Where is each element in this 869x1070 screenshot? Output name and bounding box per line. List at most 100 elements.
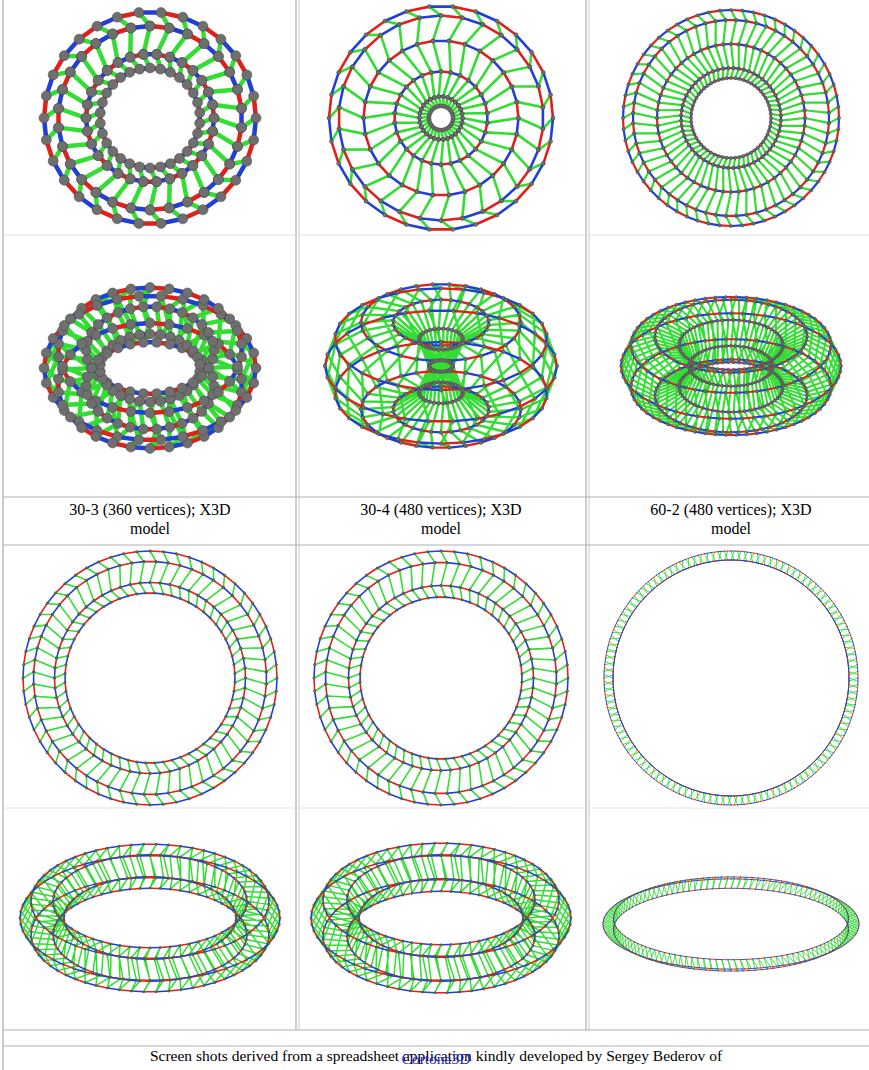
vertex-dot [725,77,728,80]
vertex-dot [177,307,187,317]
vertex-dot [700,90,703,93]
vertex-dot [363,100,367,104]
vertex-dot [748,362,751,365]
vertex-dot [348,50,352,54]
vertex-dot [657,346,660,349]
vertex-dot [156,218,166,228]
torus-mesh [620,296,843,437]
vertex-dot [813,370,816,373]
vertex-dot [152,49,162,59]
vertex-dot [826,132,829,135]
vertex-dot [681,103,684,106]
vertex-dot [732,368,735,371]
vertex-dot [479,288,483,292]
vertex-dot [467,389,471,393]
vertex-dot [198,21,208,31]
vertex-dot [432,401,436,405]
vertex-dot [812,63,815,66]
vertex-dot [249,135,259,145]
vertex-dot [135,396,145,406]
vertex-dot [193,98,203,108]
vertex-dot [784,166,787,169]
vertex-dot [659,94,662,97]
vertex-dot [647,63,650,66]
vertex-dot [768,85,771,88]
vertex-dot [811,400,814,403]
vertex-dot [704,339,707,342]
vertex-dot [729,76,732,79]
vertex-dot [765,81,768,84]
vertex-dot [487,318,491,322]
vertex-dot [164,203,174,213]
vertex-dot [428,346,432,350]
vertex-dot [760,301,763,304]
vertex-dot [411,302,415,306]
vertex-dot [125,52,135,62]
vertex-dot [116,73,126,83]
vertex-dot [761,378,764,381]
vertex-dot [641,334,644,337]
vertex-dot [702,75,705,78]
vertex-dot [705,381,708,384]
vertex-dot [758,350,761,353]
vertex-dot [394,415,398,419]
vertex-dot [152,302,162,312]
torus-mesh [22,550,278,806]
vertex-dot [805,391,808,394]
vertex-dot [450,328,454,332]
vertex-dot [441,348,445,352]
vertex-dot [428,97,432,101]
vertex-dot [714,299,717,302]
vertex-dot [475,423,479,427]
vertex-dot [707,161,710,164]
vertex-dot [656,325,659,328]
vertex-dot [823,368,826,371]
vertex-dot [631,336,634,339]
vertex-dot [702,158,705,161]
vertex-dot [337,70,341,74]
vertex-dot [422,129,426,133]
vertex-dot [730,358,733,361]
vertex-dot [779,109,782,112]
vertex-dot [366,392,370,396]
vertex-dot [454,399,458,403]
vertex-dot [188,138,198,148]
vertex-dot [620,359,623,362]
vertex-dot [439,163,443,167]
vertex-dot [439,340,443,344]
vertex-dot [810,189,813,192]
vertex-dot [182,146,192,156]
vertex-dot [425,100,429,104]
vertex-dot [193,128,203,138]
vertex-dot [752,11,755,14]
vertex-dot [39,113,49,123]
vertex-dot [757,75,760,78]
vertex-dot [747,383,750,386]
vertex-dot [764,96,767,99]
vertex-dot [631,111,634,114]
vertex-dot [362,323,366,327]
vertex-dot [466,78,470,82]
vertex-dot [653,55,656,58]
vertex-dot [134,435,144,445]
vertex-dot [225,377,235,387]
vertex-dot [404,147,408,151]
vertex-dot [437,401,441,405]
vertex-dot [555,364,559,368]
vertex-dot [718,417,721,420]
vertex-dot [502,70,506,74]
vertex-dot [785,319,788,322]
vertex-dot [828,336,831,339]
vertex-dot [428,328,432,332]
vertex-dot [741,417,744,420]
vertex-dot [461,341,465,345]
vertex-dot [92,21,102,31]
vertex-dot [764,136,767,139]
vertex-dot [475,305,479,309]
vertex-dot [59,175,69,185]
vertex-dot [135,64,145,74]
vertex-dot [768,148,771,151]
vertex-dot [697,324,700,327]
vertex-dot [232,85,242,95]
vertex-dot [763,219,766,222]
